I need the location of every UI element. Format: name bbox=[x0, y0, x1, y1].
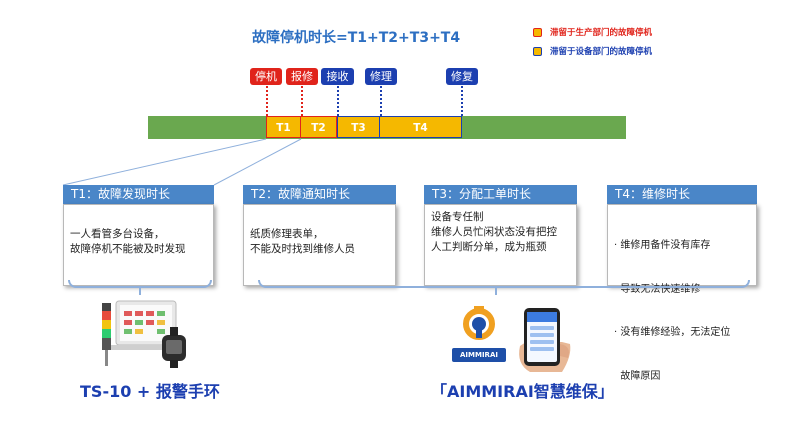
logo-text: AIMMIRAI bbox=[452, 348, 506, 362]
card-line: 纸质修理表单， bbox=[250, 228, 324, 240]
connector-receive bbox=[337, 86, 339, 116]
event-label-repair: 修理 bbox=[365, 68, 397, 85]
event-label-report: 报修 bbox=[286, 68, 318, 85]
card-line: 故障停机不能被及时发现 bbox=[70, 243, 186, 255]
card-body: 一人看管多台设备， 故障停机不能被及时发现 bbox=[63, 204, 214, 286]
card-line: 导致无法快速维修 bbox=[614, 283, 701, 295]
card-line: 故障原因 bbox=[614, 370, 661, 382]
caption-ts10: TS-10 + 报警手环 bbox=[80, 382, 220, 401]
card-body: 设备专任制 维修人员忙闲状态没有把控 人工判断分单，成为瓶颈 bbox=[424, 204, 577, 286]
card-t3: T3：分配工单时长 设备专任制 维修人员忙闲状态没有把控 人工判断分单，成为瓶颈 bbox=[424, 185, 577, 286]
card-t1: T1：故障发现时长 一人看管多台设备， 故障停机不能被及时发现 bbox=[63, 185, 214, 286]
card-line: 设备专任制 bbox=[431, 211, 484, 223]
legend-label: 滞留于生产部门的故障停机 bbox=[550, 28, 653, 38]
legend-item-production: 滞留于生产部门的故障停机 bbox=[533, 26, 652, 38]
legend-label: 滞留于设备部门的故障停机 bbox=[550, 47, 653, 57]
card-t4: T4：维修时长 · 维修用备件没有库存 导致无法快速维修 · 没有维修经验，无法… bbox=[607, 185, 757, 382]
segment-t2: T2 bbox=[301, 116, 337, 138]
connector-fixed bbox=[461, 86, 463, 116]
card-line: 维修人员忙闲状态没有把控 bbox=[431, 226, 557, 238]
wrench-gear-icon bbox=[463, 306, 495, 340]
bracket-left bbox=[68, 280, 212, 288]
event-label-stop: 停机 bbox=[250, 68, 282, 85]
card-line: · 没有维修经验，无法定位 bbox=[614, 327, 731, 338]
card-body: · 维修用备件没有库存 导致无法快速维修 · 没有维修经验，无法定位 故障原因 bbox=[607, 204, 757, 382]
card-line: · 维修用备件没有库存 bbox=[614, 240, 711, 251]
caption-aimmirai: 「AIMMIRAI智慧维保」 bbox=[431, 382, 614, 401]
card-title: T1：故障发现时长 bbox=[63, 185, 214, 204]
event-label-receive: 接收 bbox=[321, 68, 354, 85]
card-title: T3：分配工单时长 bbox=[424, 185, 577, 204]
card-title: T2：故障通知时长 bbox=[243, 185, 396, 204]
connector-repair bbox=[380, 86, 382, 116]
card-body: 纸质修理表单， 不能及时找到维修人员 bbox=[243, 204, 396, 286]
bracket-left-tick bbox=[139, 288, 141, 295]
connector-report bbox=[301, 86, 303, 116]
connector-stop bbox=[266, 86, 268, 116]
segment-t3: T3 bbox=[337, 116, 380, 138]
event-label-fixed: 修复 bbox=[446, 68, 478, 85]
phone-app-image bbox=[512, 306, 578, 372]
legend-swatch-red bbox=[533, 27, 542, 37]
aimmirai-logo: AIMMIRAI bbox=[452, 304, 506, 366]
ts10-product-image bbox=[96, 297, 192, 369]
legend-swatch-blue bbox=[533, 46, 542, 56]
card-title: T4：维修时长 bbox=[607, 185, 757, 204]
card-line: 不能及时找到维修人员 bbox=[250, 243, 355, 255]
card-t2: T2：故障通知时长 纸质修理表单， 不能及时找到维修人员 bbox=[243, 185, 396, 286]
card-line: 一人看管多台设备， bbox=[70, 228, 165, 240]
segment-t1: T1 bbox=[266, 116, 301, 138]
bracket-right bbox=[258, 280, 750, 288]
card-line: 人工判断分单，成为瓶颈 bbox=[431, 241, 547, 253]
segment-t4: T4 bbox=[380, 116, 462, 138]
legend-item-equipment: 滞留于设备部门的故障停机 bbox=[533, 45, 652, 57]
formula-title: 故障停机时长=T1+T2+T3+T4 bbox=[252, 30, 461, 46]
bracket-right-tick bbox=[495, 288, 497, 295]
